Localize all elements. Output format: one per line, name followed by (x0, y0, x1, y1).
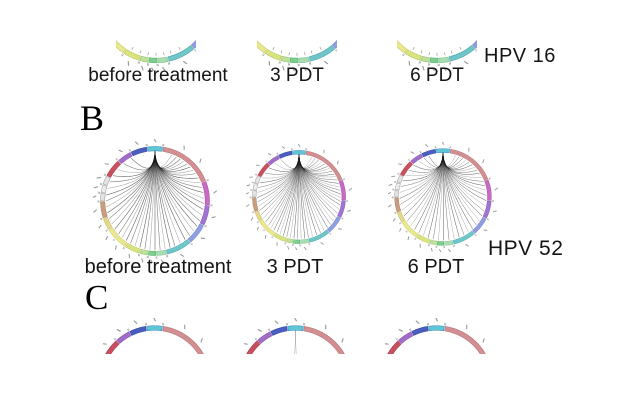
panel-letter-b: B (80, 98, 105, 138)
circos-svg-B2 (246, 144, 352, 250)
circos-plot-a3-bottom-arc (397, 36, 477, 71)
circos-plot-c3-top-arc (385, 318, 488, 354)
virus-label-hpv16: HPV 16 (484, 45, 556, 67)
circos-plot-c2-top-arc (244, 318, 347, 354)
sample-label-a-3pdt: 3 PDT (270, 65, 324, 86)
circos-svg-C3 (385, 318, 486, 354)
virus-label-hpv52: HPV 52 (488, 237, 564, 260)
circos-svg-A1 (116, 39, 196, 71)
circos-svg-A3 (397, 39, 477, 71)
circos-svg-B3 (388, 142, 498, 252)
circos-svg-C2 (244, 318, 345, 354)
circos-plot-b2-3pdt (246, 144, 352, 250)
circos-plot-c1-top-arc (103, 318, 206, 354)
sample-label-b-before-treatment: before treatment (84, 256, 232, 278)
panel-letter-c: C (85, 278, 109, 317)
circos-plot-b3-6pdt (388, 142, 498, 252)
sample-label-b-6pdt: 6 PDT (407, 256, 465, 278)
sample-label-a-before-treatment: before treatment (88, 65, 228, 86)
sample-label-b-3pdt: 3 PDT (266, 256, 324, 278)
circos-svg-B1 (93, 139, 217, 263)
sample-label-a-6pdt: 6 PDT (410, 65, 464, 86)
circos-plot-a1-bottom-arc (116, 36, 196, 71)
circos-plot-b1-before-treatment (93, 139, 217, 263)
circos-svg-A2 (257, 39, 337, 71)
circos-svg-C1 (103, 318, 204, 354)
circos-plot-a2-bottom-arc (257, 36, 337, 71)
